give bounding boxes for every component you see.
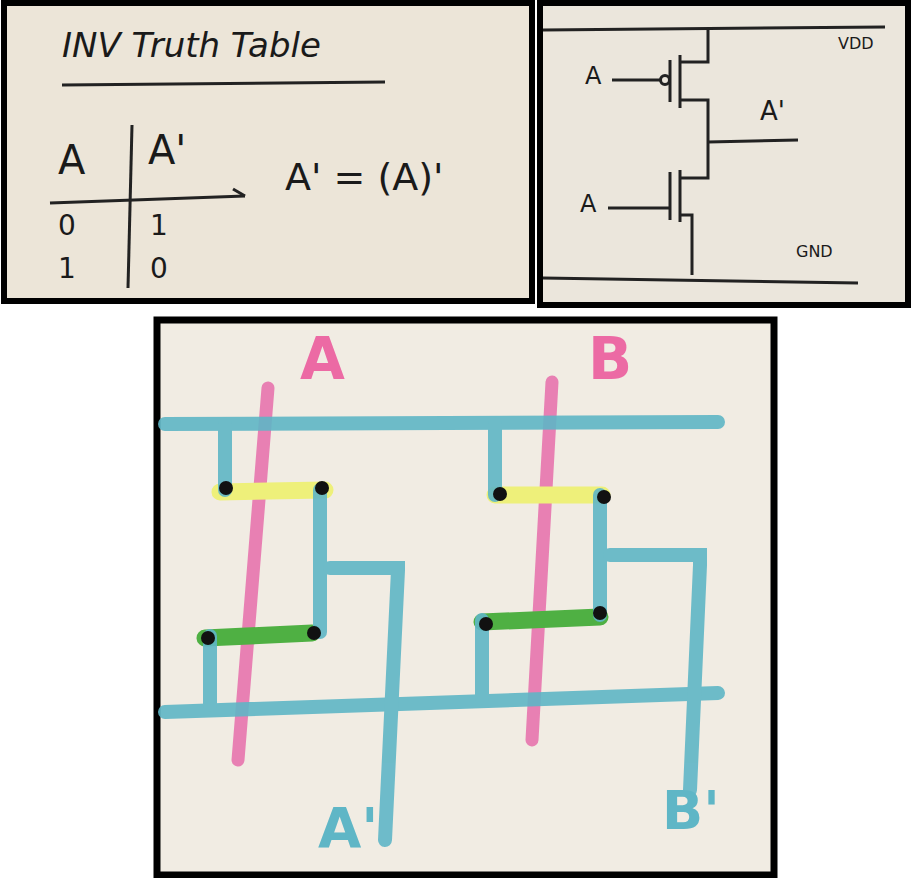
title: INV Truth Table — [62, 28, 321, 62]
panel — [157, 320, 774, 875]
rail-name: GND — [796, 244, 833, 260]
signal-name: B — [588, 330, 632, 388]
signal-name: B' — [662, 784, 720, 838]
panel — [4, 3, 532, 301]
table-cell: 1 — [58, 255, 76, 283]
underline — [62, 82, 385, 85]
stick-diagram — [165, 382, 718, 840]
inverter-schematic — [543, 27, 885, 283]
table-header: A — [58, 140, 85, 180]
table-cell: 0 — [150, 255, 168, 283]
table-rule — [128, 125, 132, 288]
signal-name: A' — [760, 98, 785, 124]
signal-name: A' — [318, 800, 378, 856]
table-rule — [233, 189, 245, 196]
rail-name: VDD — [838, 36, 874, 52]
signal-name: A — [300, 330, 345, 388]
signal-name: A — [580, 192, 596, 216]
table-cell: 0 — [58, 212, 76, 240]
panel — [540, 3, 908, 305]
table-cell: 1 — [150, 212, 168, 240]
equation: A' = (A)' — [285, 158, 444, 196]
table-header: A' — [148, 130, 186, 170]
table-rule — [50, 196, 245, 203]
signal-name: A — [585, 64, 601, 88]
